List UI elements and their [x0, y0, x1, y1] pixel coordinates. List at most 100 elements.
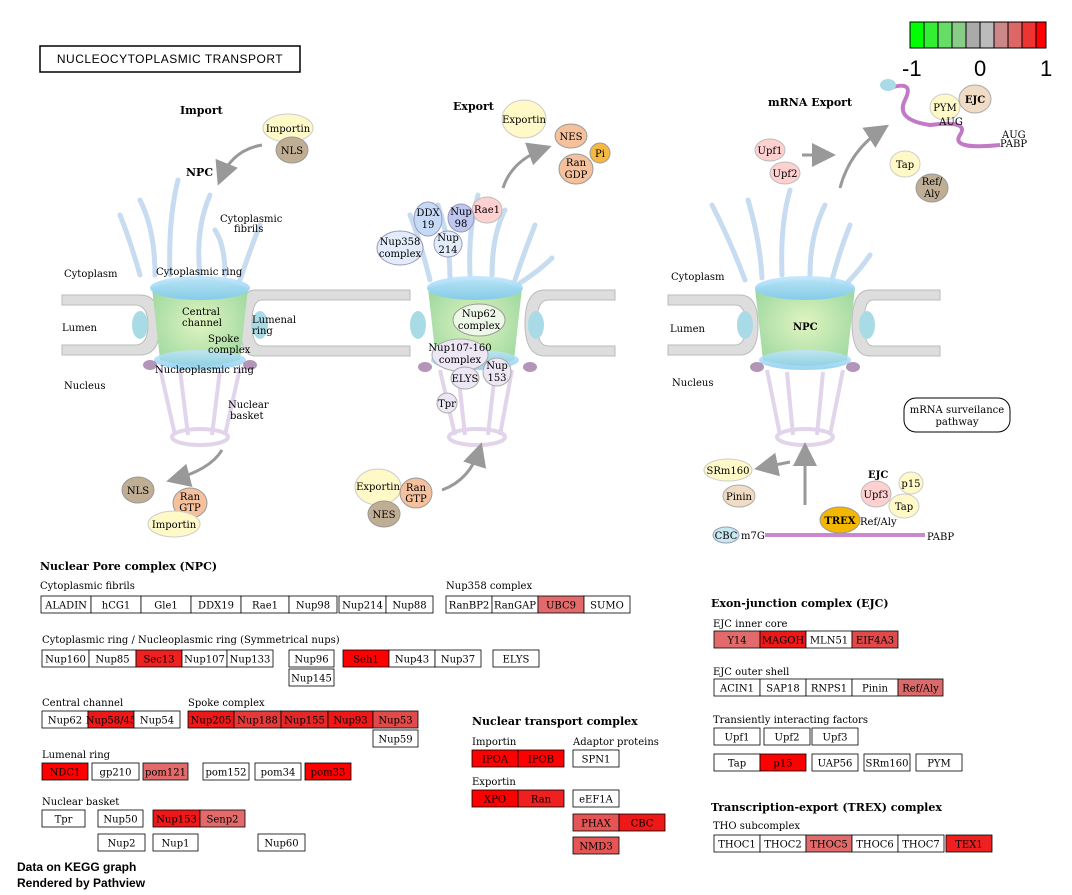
gene-box[interactable]: MAGOH: [759, 630, 807, 649]
svg-text:Nup107-160: Nup107-160: [428, 343, 491, 354]
gene-box[interactable]: RNPS1: [805, 678, 853, 697]
gene-box[interactable]: Pinin: [851, 678, 899, 697]
gene-box[interactable]: Nup88: [385, 595, 434, 614]
gene-box[interactable]: PYM: [915, 753, 963, 772]
gene-box[interactable]: CBC: [618, 813, 666, 832]
mol-exportin-2: Exportin: [356, 482, 400, 493]
gene-box[interactable]: THOC2: [759, 834, 807, 853]
gene-box[interactable]: p15: [759, 753, 807, 772]
gene-box[interactable]: Nup37: [434, 649, 482, 668]
gene-box[interactable]: SUMO: [583, 595, 631, 614]
gene-box[interactable]: ACIN1: [713, 678, 761, 697]
gene-label: UAP56: [818, 759, 853, 770]
gene-box[interactable]: Nup107: [181, 649, 228, 668]
gene-box[interactable]: THOC5: [805, 834, 853, 853]
gene-box[interactable]: UBC9: [537, 595, 585, 614]
gene-box[interactable]: RanGAP: [491, 595, 539, 614]
gene-box[interactable]: XPO: [471, 789, 519, 808]
gene-box[interactable]: Nup145: [288, 668, 335, 687]
legend-swatch: [951, 21, 967, 49]
gene-box[interactable]: hCG1: [90, 595, 142, 614]
mrna-surveillance-box[interactable]: [903, 397, 1011, 433]
gene-box[interactable]: pom121: [142, 762, 189, 781]
gene-box[interactable]: EIF4A3: [851, 630, 899, 649]
gene-box[interactable]: Nup153: [152, 809, 201, 828]
gene-box[interactable]: NDC1: [41, 762, 89, 781]
gene-box[interactable]: Nup98: [288, 595, 338, 614]
gene-box[interactable]: Nup2: [97, 833, 146, 852]
gene-box[interactable]: Nup160: [41, 649, 90, 668]
gene-box-rect: [897, 678, 944, 697]
gene-box[interactable]: THOC7: [897, 834, 945, 853]
gene-box[interactable]: Senp2: [199, 809, 246, 828]
gene-box[interactable]: SPN1: [572, 749, 620, 768]
gene-box[interactable]: Upf2: [763, 727, 811, 746]
gene-box[interactable]: Y14: [713, 630, 761, 649]
gene-box[interactable]: ALADIN: [40, 595, 92, 614]
gene-label: Gle1: [154, 601, 177, 612]
gene-box[interactable]: DDX19: [190, 595, 242, 614]
gene-box[interactable]: PHAX: [572, 813, 620, 832]
gene-box-rect: [811, 753, 859, 772]
gene-box[interactable]: Nup85: [88, 649, 137, 668]
gene-box[interactable]: pom34: [254, 762, 302, 781]
gene-label: THOC7: [902, 840, 940, 851]
gene-box[interactable]: Gle1: [140, 595, 192, 614]
label-channel: channel: [182, 318, 222, 329]
gene-box[interactable]: pom33: [304, 762, 352, 781]
gene-box[interactable]: MLN51: [805, 630, 853, 649]
gene-box[interactable]: Nup93: [327, 710, 374, 729]
gene-box[interactable]: Seh1: [342, 649, 390, 668]
gene-box[interactable]: gp210: [91, 762, 140, 781]
gene-box[interactable]: Nup54: [133, 710, 181, 729]
gene-label: Nup155: [284, 716, 325, 727]
gene-box[interactable]: Sec13: [135, 649, 183, 668]
gene-box[interactable]: Nup205: [187, 710, 235, 729]
gene-box-rect: [572, 836, 620, 855]
gene-box[interactable]: pom152: [202, 762, 250, 781]
gene-box-rect: [915, 753, 963, 772]
gene-box[interactable]: Nup59: [372, 729, 419, 748]
gene-box[interactable]: TEX1: [945, 834, 993, 853]
svg-text:complex: complex: [379, 249, 422, 260]
gene-box[interactable]: RanBP2: [445, 595, 493, 614]
mol-tap-2: Tap: [895, 502, 913, 513]
gene-box[interactable]: Tpr: [41, 809, 86, 828]
gene-box[interactable]: Nup58/45: [86, 710, 136, 729]
gene-box[interactable]: eEF1A: [572, 789, 620, 808]
svg-text:complex: complex: [458, 321, 501, 332]
gene-box[interactable]: Nup1: [152, 833, 199, 852]
gene-box[interactable]: Ref/Aly: [897, 678, 944, 697]
gene-box[interactable]: Nup43: [388, 649, 436, 668]
gene-box[interactable]: Nup62: [41, 710, 89, 729]
gene-box[interactable]: IPOB: [517, 749, 565, 768]
group-label-nb: Nuclear basket: [42, 797, 119, 808]
legend-swatch: [993, 21, 1009, 49]
gene-label: XPO: [484, 795, 506, 806]
gene-box[interactable]: Nup133: [226, 649, 274, 668]
gene-box[interactable]: THOC6: [851, 834, 899, 853]
gene-box[interactable]: Nup50: [97, 809, 144, 828]
gene-box[interactable]: Upf1: [713, 727, 761, 746]
gene-box[interactable]: UAP56: [811, 753, 859, 772]
gene-box[interactable]: Upf3: [811, 727, 859, 746]
gene-box[interactable]: Rae1: [240, 595, 290, 614]
gene-box[interactable]: NMD3: [572, 836, 620, 855]
gene-box[interactable]: SAP18: [759, 678, 807, 697]
legend-max: 1: [1040, 56, 1052, 81]
gene-box[interactable]: Nup53: [372, 710, 419, 729]
gene-box[interactable]: ELYS: [492, 649, 540, 668]
gene-label: Sec13: [143, 655, 174, 666]
gene-box[interactable]: Nup96: [288, 649, 335, 668]
gene-box[interactable]: Nup155: [280, 710, 329, 729]
gene-box[interactable]: IPOA: [471, 749, 519, 768]
label-ring: ring: [252, 326, 273, 337]
gene-box[interactable]: THOC1: [713, 834, 761, 853]
gene-box[interactable]: SRm160: [863, 753, 911, 772]
gene-box[interactable]: Nup214: [338, 595, 387, 614]
gene-box[interactable]: Nup188: [233, 710, 282, 729]
gene-box[interactable]: Nup60: [257, 833, 306, 852]
label-export: Export: [453, 100, 495, 113]
gene-box[interactable]: Ran: [517, 789, 565, 808]
gene-box[interactable]: Tap: [713, 753, 761, 772]
